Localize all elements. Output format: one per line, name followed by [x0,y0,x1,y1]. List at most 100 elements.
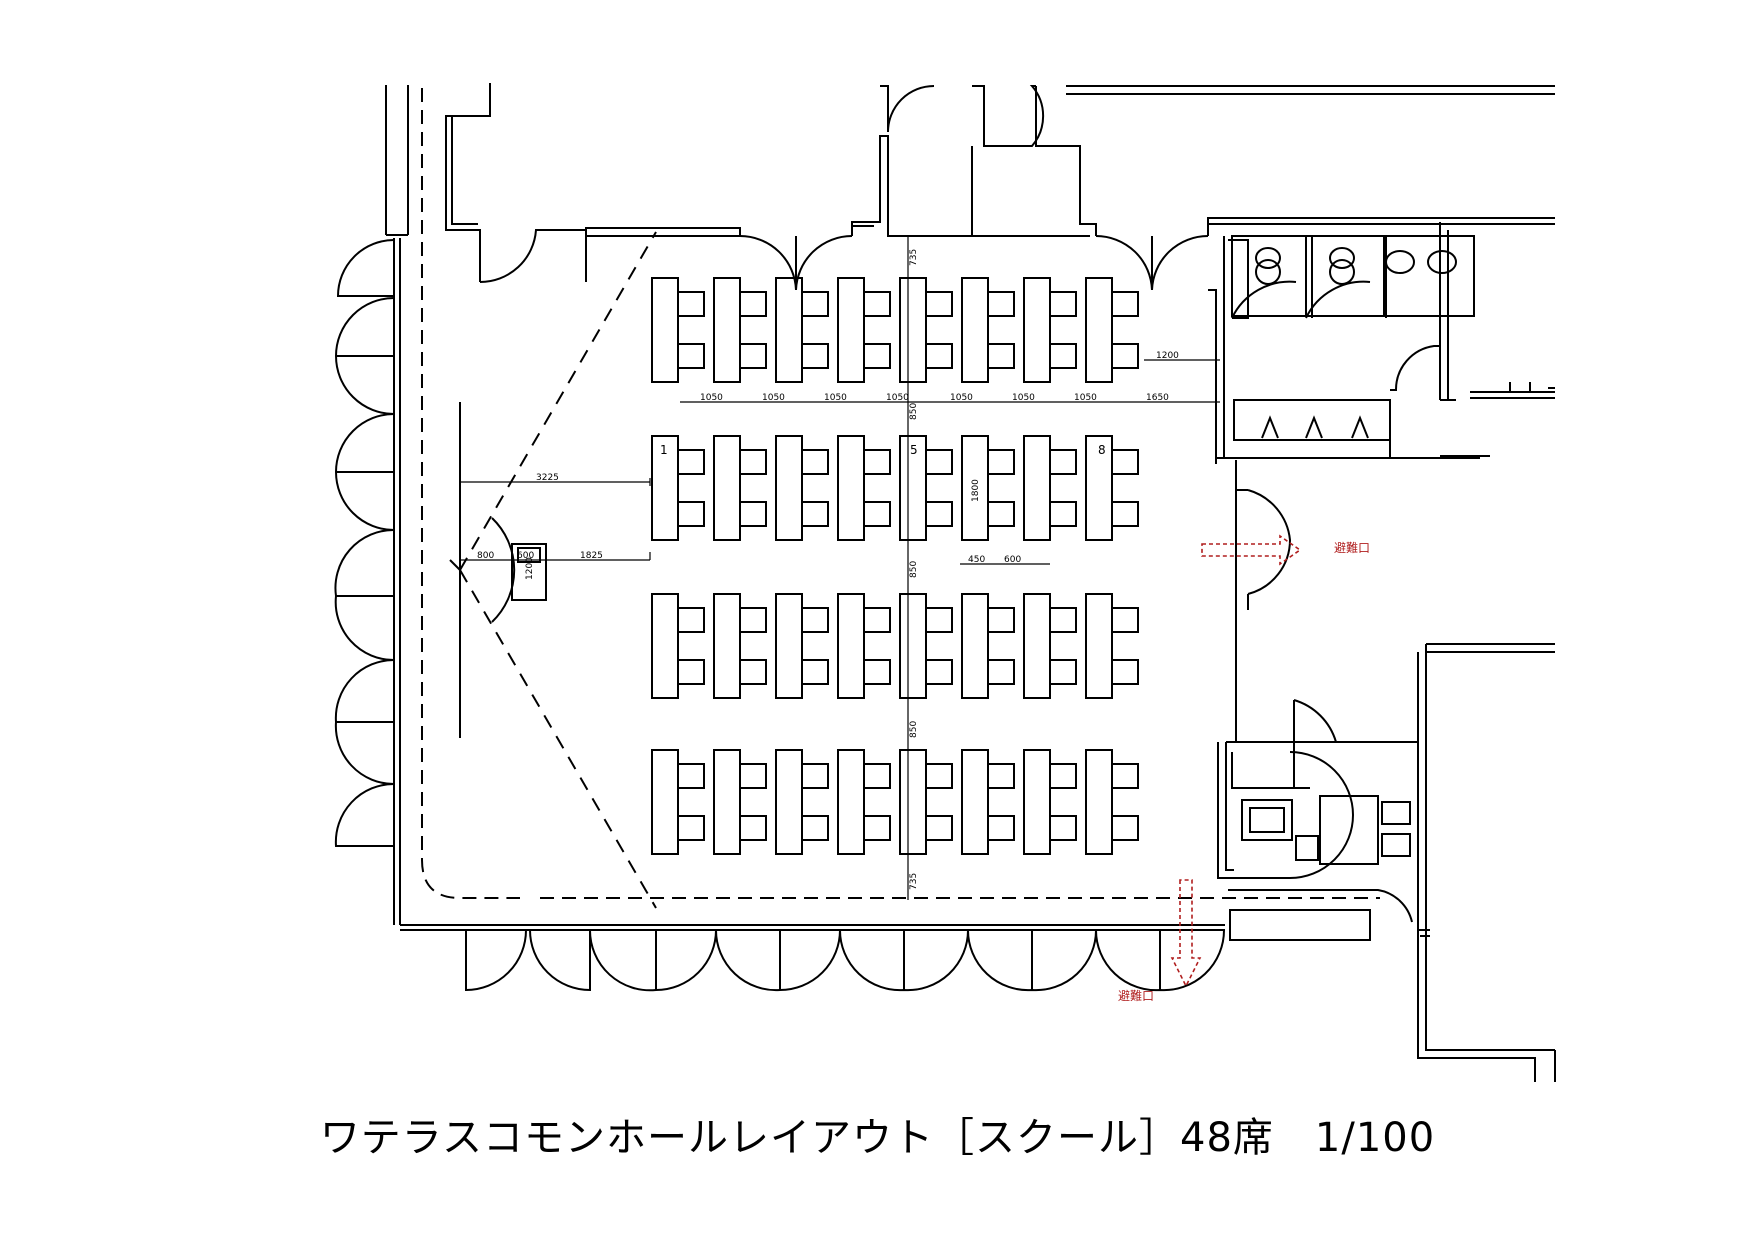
desk [714,436,740,540]
chair [1112,608,1138,632]
chair [1050,450,1076,474]
chair [678,292,704,316]
chair [678,502,704,526]
desk [1024,278,1050,382]
chair [678,816,704,840]
desk-number-1: 1 [660,443,668,457]
dim-right-gap: 1200 [1156,351,1179,361]
desk [1024,594,1050,698]
desk [900,436,926,540]
drawing-caption: ワテラスコモンホールレイアウト［スクール］48席 1/100 [319,1115,1436,1161]
desk [652,594,678,698]
desk [1024,436,1050,540]
desk [1086,436,1112,540]
exit-label-south: 避難口 [1118,988,1154,1003]
dim-screen-distance: 3225 [536,473,559,483]
dim-col-7: 1050 [1074,393,1097,403]
dim-col-3: 1050 [824,393,847,403]
chair [864,450,890,474]
dashed-boundary [422,88,1380,898]
desk [838,278,864,382]
chair [740,608,766,632]
left-doors [335,240,394,846]
chair [1112,816,1138,840]
dim-podium-depth: 1200 [525,557,535,580]
desk [714,750,740,854]
chair [1112,660,1138,684]
dim-row-gap-1: 850 [909,403,919,420]
chair [1112,344,1138,368]
podium [512,544,546,600]
restroom [1208,218,1555,458]
dim-podium-offset: 800 [477,551,494,561]
desk [900,278,926,382]
chair [678,660,704,684]
desk [776,436,802,540]
chair [1050,816,1076,840]
chair [1050,764,1076,788]
desk-layout [652,278,1138,854]
chair [740,764,766,788]
chair [802,502,828,526]
chair [926,450,952,474]
desk [838,436,864,540]
desk [900,750,926,854]
desk [652,750,678,854]
desk-number-5: 5 [910,443,918,457]
desk-number-8: 8 [1098,443,1106,457]
chair [678,608,704,632]
dim-podium-distance: 1825 [580,551,603,561]
desk [962,594,988,698]
desk [652,278,678,382]
dim-row-gap-bottom: 735 [909,873,919,890]
chair [988,816,1014,840]
desk [962,436,988,540]
chair [926,816,952,840]
dim-col-1: 1050 [700,393,723,403]
dim-row-gap-3: 850 [909,721,919,738]
chair [1112,764,1138,788]
chair [740,450,766,474]
exit-arrows [1172,536,1300,986]
dim-col-5: 1050 [950,393,973,403]
chair [1112,450,1138,474]
dim-col-6: 1050 [1012,393,1035,403]
desk [776,750,802,854]
chair [1050,292,1076,316]
chair [864,660,890,684]
chair [740,344,766,368]
chair [926,344,952,368]
chair [988,344,1014,368]
chair [926,292,952,316]
desk [838,750,864,854]
chair [1112,502,1138,526]
chair [988,608,1014,632]
chair [802,344,828,368]
chair [926,660,952,684]
chair [1050,608,1076,632]
desk [1086,594,1112,698]
chair [802,816,828,840]
chair [678,450,704,474]
chair [864,608,890,632]
chair [740,660,766,684]
dim-col-2: 1050 [762,393,785,403]
chair [988,764,1014,788]
chair [1112,292,1138,316]
dim-row-gap-top: 735 [909,249,919,266]
dim-row-gap-2: 850 [909,561,919,578]
dimension-lines [680,236,1220,900]
chair [678,764,704,788]
chair [1050,344,1076,368]
dim-desk-length: 1800 [971,479,981,502]
chair [864,816,890,840]
chair [740,502,766,526]
east-exit-door [1236,460,1290,742]
dim-end-gap: 1650 [1146,393,1169,403]
chair [740,816,766,840]
dim-podium-width: 600 [517,551,534,561]
screen-area [450,232,656,908]
chair [740,292,766,316]
chair [926,764,952,788]
